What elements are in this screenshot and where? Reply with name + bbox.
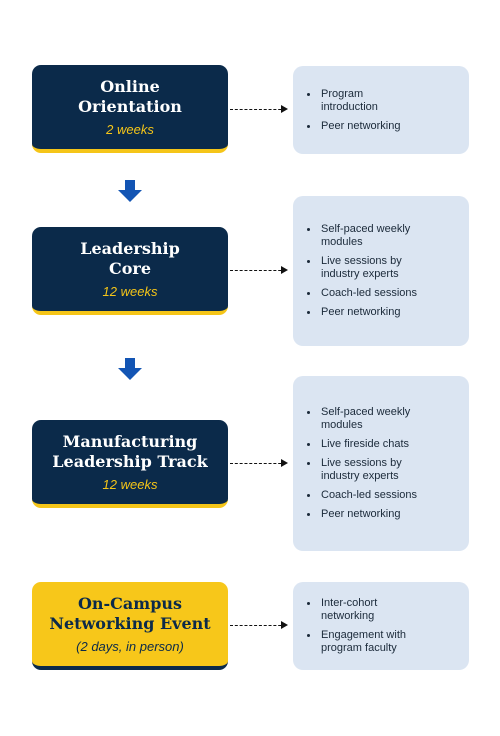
detail-list: Program introduction Peer networking — [307, 82, 459, 139]
stage-details-panel: Self-paced weekly modules Live fireside … — [293, 376, 469, 551]
stage-duration: 12 weeks — [102, 284, 158, 299]
list-item: Live sessions by industry experts — [307, 457, 431, 483]
dashed-connector-arrow — [230, 621, 288, 629]
list-item: Peer networking — [307, 120, 459, 133]
stage-duration: 2 weeks — [106, 122, 154, 137]
list-item: Peer networking — [307, 508, 459, 521]
detail-list: Self-paced weekly modules Live sessions … — [307, 217, 459, 325]
stage-details-panel: Inter-cohort networking Engagement with … — [293, 582, 469, 670]
detail-list: Inter-cohort networking Engagement with … — [307, 591, 459, 661]
list-item: Coach-led sessions — [307, 287, 459, 300]
stage-duration: 12 weeks — [102, 477, 158, 492]
stage-duration: (2 days, in person) — [76, 639, 184, 654]
list-item: Live fireside chats — [307, 438, 459, 451]
stage-title: Manufacturing Leadership Track — [52, 432, 208, 471]
stage-details-panel: Self-paced weekly modules Live sessions … — [293, 196, 469, 346]
list-item: Self-paced weekly modules — [307, 223, 431, 249]
stage-title: Online Orientation — [78, 77, 182, 116]
stage-details-panel: Program introduction Peer networking — [293, 66, 469, 154]
list-item: Peer networking — [307, 306, 459, 319]
list-item: Self-paced weekly modules — [307, 406, 431, 432]
list-item: Engagement with program faculty — [307, 629, 431, 655]
list-item: Coach-led sessions — [307, 489, 459, 502]
stage-title: On-Campus Networking Event — [49, 594, 211, 633]
stage-title: Leadership Core — [80, 239, 180, 278]
down-arrow-icon — [118, 358, 142, 380]
dashed-connector-arrow — [230, 459, 288, 467]
dashed-connector-arrow — [230, 266, 288, 274]
dashed-connector-arrow — [230, 105, 288, 113]
down-arrow-icon — [118, 180, 142, 202]
list-item: Program introduction — [307, 88, 409, 114]
list-item: Live sessions by industry experts — [307, 255, 431, 281]
stage-online-orientation: Online Orientation 2 weeks — [32, 65, 228, 153]
stage-manufacturing-leadership-track: Manufacturing Leadership Track 12 weeks — [32, 420, 228, 508]
list-item: Inter-cohort networking — [307, 597, 401, 623]
stage-leadership-core: Leadership Core 12 weeks — [32, 227, 228, 315]
stage-on-campus-networking-event: On-Campus Networking Event (2 days, in p… — [32, 582, 228, 670]
detail-list: Self-paced weekly modules Live fireside … — [307, 400, 459, 527]
